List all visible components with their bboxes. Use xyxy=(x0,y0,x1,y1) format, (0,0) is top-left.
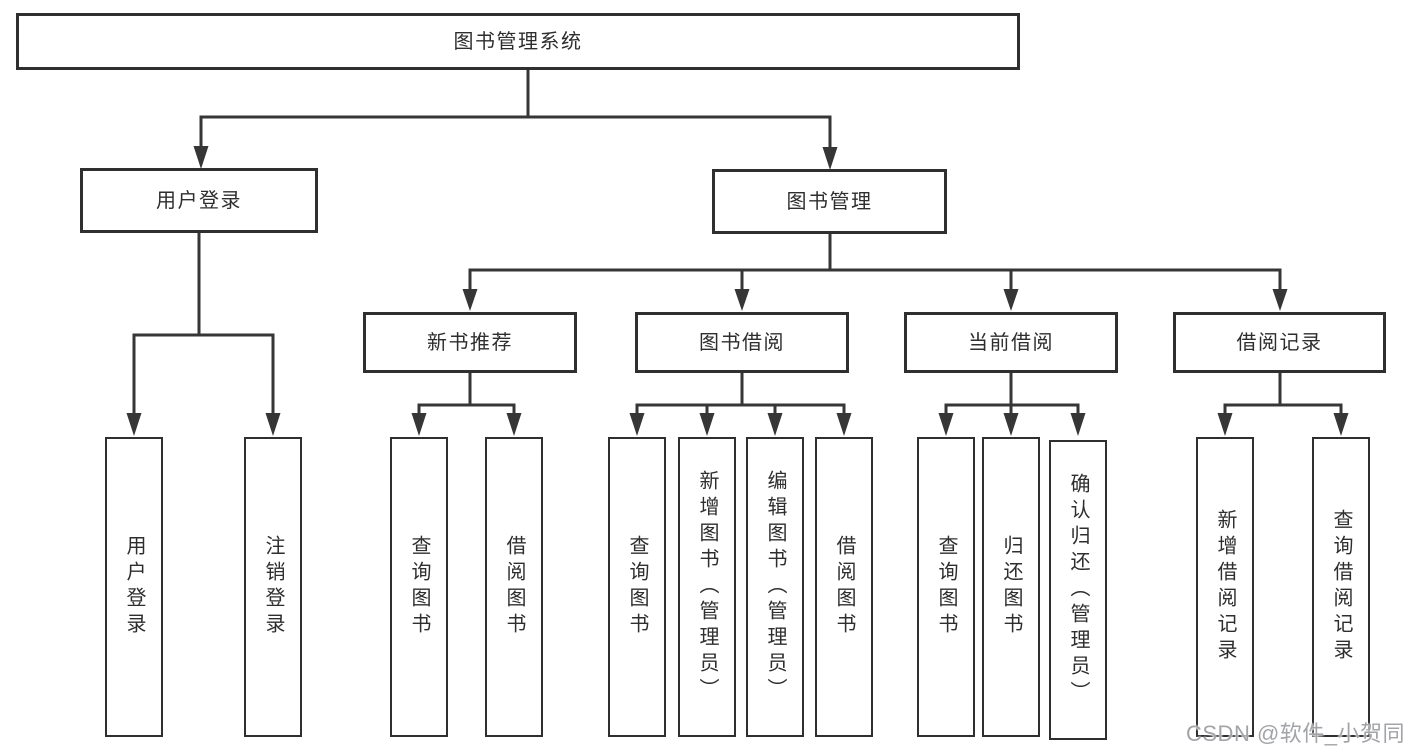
leaf-user-login-label: 用户登录 xyxy=(123,535,145,639)
leaf-bb-query-books: 查询图书 xyxy=(608,437,666,737)
node-book-management: 图书管理 xyxy=(712,169,947,234)
node-user-login-label: 用户登录 xyxy=(156,189,242,212)
leaf-cb-confirm-return-admin-label: 确认归还（管理员） xyxy=(1067,473,1089,707)
leaf-logout-label: 注销登录 xyxy=(262,535,284,639)
leaf-br-query-record-label: 查询借阅记录 xyxy=(1330,509,1352,665)
leaf-cb-return-books: 归还图书 xyxy=(982,437,1040,737)
node-user-login: 用户登录 xyxy=(80,168,318,233)
node-library-management-system-label: 图书管理系统 xyxy=(453,30,583,53)
node-book-borrowing-label: 图书借阅 xyxy=(699,331,785,354)
leaf-nbr-borrow-books-label: 借阅图书 xyxy=(503,535,525,639)
leaf-bb-borrow-books: 借阅图书 xyxy=(815,437,873,737)
node-library-management-system: 图书管理系统 xyxy=(16,13,1020,70)
leaf-cb-query-books-label: 查询图书 xyxy=(935,535,957,639)
leaf-cb-query-books: 查询图书 xyxy=(917,437,975,737)
node-new-book-recommendation: 新书推荐 xyxy=(363,312,577,373)
leaf-user-login: 用户登录 xyxy=(105,437,163,737)
node-current-borrowing: 当前借阅 xyxy=(904,312,1118,373)
node-new-book-recommendation-label: 新书推荐 xyxy=(427,331,513,354)
leaf-br-add-record-label: 新增借阅记录 xyxy=(1214,509,1236,665)
leaf-bb-edit-books-admin-label: 编辑图书（管理员） xyxy=(764,470,786,704)
leaf-bb-add-books-admin: 新增图书（管理员） xyxy=(678,437,736,737)
leaf-bb-edit-books-admin: 编辑图书（管理员） xyxy=(746,437,804,737)
leaf-nbr-query-books: 查询图书 xyxy=(390,437,448,737)
leaf-cb-confirm-return-admin: 确认归还（管理员） xyxy=(1049,440,1107,740)
leaf-bb-add-books-admin-label: 新增图书（管理员） xyxy=(696,470,718,704)
leaf-logout: 注销登录 xyxy=(244,437,302,737)
node-book-borrowing: 图书借阅 xyxy=(635,312,849,373)
leaf-br-query-record: 查询借阅记录 xyxy=(1312,437,1370,737)
node-borrowing-records-label: 借阅记录 xyxy=(1236,331,1323,354)
leaf-nbr-borrow-books: 借阅图书 xyxy=(485,437,543,737)
leaf-cb-return-books-label: 归还图书 xyxy=(1000,535,1022,639)
node-borrowing-records: 借阅记录 xyxy=(1173,312,1386,373)
arrowheads xyxy=(126,146,1349,436)
leaf-bb-borrow-books-label: 借阅图书 xyxy=(833,535,855,639)
leaf-bb-query-books-label: 查询图书 xyxy=(626,535,648,639)
leaf-br-add-record: 新增借阅记录 xyxy=(1196,437,1254,737)
node-current-borrowing-label: 当前借阅 xyxy=(968,331,1054,354)
csdn-watermark: CSDN @软件_小贺同学 xyxy=(1186,721,1405,746)
node-book-management-label: 图书管理 xyxy=(786,190,873,213)
leaf-nbr-query-books-label: 查询图书 xyxy=(408,535,430,639)
